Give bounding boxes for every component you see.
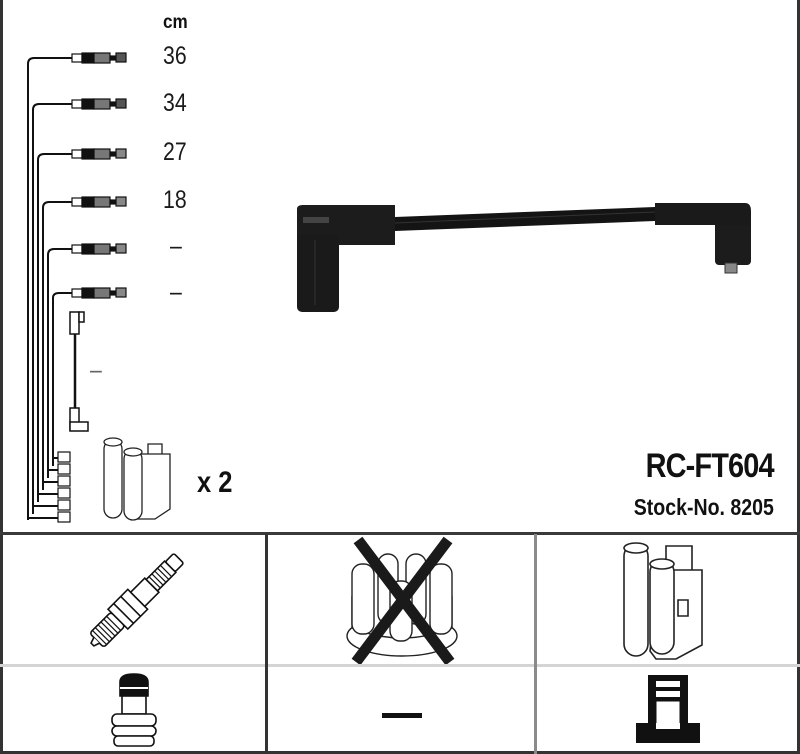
coil-connector-icon [636,675,700,743]
lead-length-2: 34 [163,89,187,117]
divider-col-1 [265,534,268,754]
unit-label: cm [163,12,188,33]
lead-length-4: 18 [163,186,187,214]
stock-number: Stock-No. 8205 [633,494,774,520]
lead-length-5: – [170,232,182,260]
lead-length-6: – [170,278,182,306]
part-number: RC-FT604 [645,447,775,485]
lead-set-schematic [27,52,127,523]
spark-plug-connector-icon [111,673,157,747]
lead-length-1: 36 [163,42,187,70]
divider-row [0,664,800,667]
coil-quantity: x 2 [197,466,233,499]
no-component-dash [382,713,422,718]
divider-main [0,532,800,535]
coil-lead-length: – [90,356,102,384]
distributor-cap-icon [346,536,458,664]
lead-length-3: 27 [163,138,187,166]
spark-plug-icon [90,553,184,647]
ignition-coil-icon [103,437,171,521]
ignition-lead-image [297,203,751,312]
ignition-coil-large-icon [623,542,703,660]
divider-col-2 [534,534,537,754]
